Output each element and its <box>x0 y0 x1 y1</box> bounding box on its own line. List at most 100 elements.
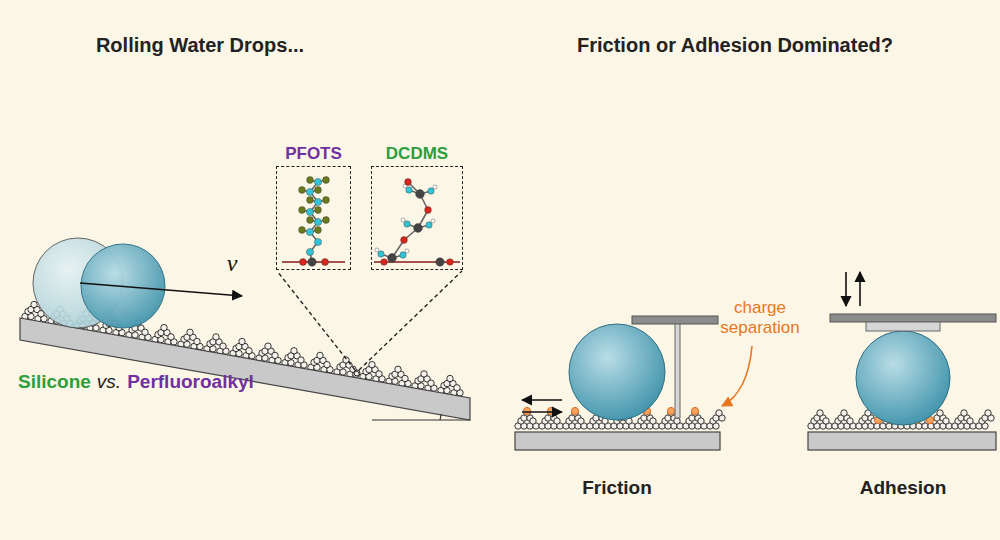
charge-leader <box>722 346 752 406</box>
comparison-caption: Siliconevs.Perfluoroalkyl <box>18 371 254 393</box>
probe-plate <box>830 314 996 322</box>
panel-label: Adhesion <box>860 477 947 499</box>
particle-cluster <box>964 418 976 429</box>
fluorine-atom <box>315 187 322 194</box>
oxygen-atom <box>425 207 432 214</box>
charge-dot <box>547 407 554 414</box>
particle <box>841 410 847 416</box>
particle <box>943 418 949 424</box>
material-name: Perfluoroalkyl <box>127 371 254 393</box>
particle <box>674 418 680 424</box>
molecule-name: DCDMS <box>386 144 448 164</box>
water-drop <box>856 331 950 425</box>
fluorine-atom <box>307 217 314 224</box>
carbon-atom <box>428 188 434 194</box>
silicon-atom <box>388 254 397 263</box>
particle-cluster <box>262 343 274 354</box>
zoom-spot <box>354 370 360 376</box>
hydrogen-atom <box>401 218 405 222</box>
oxygen-atom <box>401 237 408 244</box>
carbon-atom <box>306 228 313 235</box>
particle-cluster <box>982 410 994 421</box>
fluorine-atom <box>315 227 322 234</box>
particle <box>985 410 991 416</box>
zoom-box: PFOTS <box>276 166 351 270</box>
particle-cluster <box>191 338 203 349</box>
particle <box>967 418 973 424</box>
carbon-atom <box>314 218 321 225</box>
particle-cluster <box>165 334 177 345</box>
particle-cluster <box>844 418 856 429</box>
particle-cluster <box>820 418 832 429</box>
oxygen-atom <box>405 179 412 186</box>
charge-dot <box>523 407 530 414</box>
fluorine-atom <box>307 177 314 184</box>
carbon-atom <box>378 251 384 257</box>
particle <box>428 380 434 386</box>
particle-cluster <box>451 385 463 396</box>
motion-arrow <box>845 272 847 306</box>
carbon-atom <box>400 252 406 258</box>
silicon-atom <box>308 258 316 266</box>
particle <box>554 418 560 424</box>
hydrogen-atom <box>431 219 435 223</box>
probe-bar <box>632 316 718 324</box>
particle <box>823 418 829 424</box>
particle <box>246 348 252 354</box>
carbon-atom <box>314 198 321 205</box>
motion-arrow <box>859 272 861 306</box>
particle <box>265 343 271 349</box>
carbon-atom <box>306 188 313 195</box>
particle-cluster <box>671 418 683 429</box>
particle-cluster <box>425 380 437 391</box>
particle <box>698 418 704 424</box>
fluorine-atom <box>315 207 322 214</box>
hydrogen-atom <box>405 249 409 253</box>
carbon-atom <box>314 238 321 245</box>
particle-cluster <box>551 418 563 429</box>
velocity-symbol: v <box>227 250 238 277</box>
particle <box>213 334 219 340</box>
particle <box>402 375 408 381</box>
particle-cluster <box>366 361 378 372</box>
oxygen-atom <box>447 259 454 266</box>
fluorine-atom <box>299 207 306 214</box>
particle-cluster <box>575 418 587 429</box>
particle <box>291 348 297 354</box>
particle <box>578 418 584 424</box>
carbon-atom <box>426 222 432 228</box>
particle <box>220 343 226 349</box>
zoom-box: DCDMS <box>371 166 463 270</box>
particle <box>317 352 323 358</box>
hydrogen-atom <box>375 248 379 252</box>
annotation: charge separation <box>712 298 808 337</box>
particle-cluster <box>236 338 248 349</box>
substrate <box>515 432 720 450</box>
particle-cluster <box>184 329 196 340</box>
fluorine-atom <box>323 177 330 184</box>
molecule-name: PFOTS <box>285 144 342 164</box>
panel-label: Friction <box>582 477 652 499</box>
oxygen-atom <box>300 259 307 266</box>
particle <box>937 410 943 416</box>
particle <box>161 324 167 330</box>
particle-cluster <box>321 361 333 372</box>
particle-cluster <box>695 418 707 429</box>
particle-cluster <box>647 418 659 429</box>
probe-stem <box>675 324 680 418</box>
particle <box>961 410 967 416</box>
charge-dot <box>691 407 698 414</box>
particle <box>298 357 304 363</box>
fluorine-atom <box>307 197 314 204</box>
particle-cluster <box>444 375 456 386</box>
carbon-atom <box>314 178 321 185</box>
fluorine-atom <box>299 227 306 234</box>
particle <box>454 385 460 391</box>
water-drop <box>569 324 665 420</box>
oxygen-atom <box>381 259 388 266</box>
motion-arrow <box>522 411 562 413</box>
versus-word: vs. <box>97 371 121 393</box>
carbon-atom <box>406 187 412 193</box>
particle <box>168 334 174 340</box>
